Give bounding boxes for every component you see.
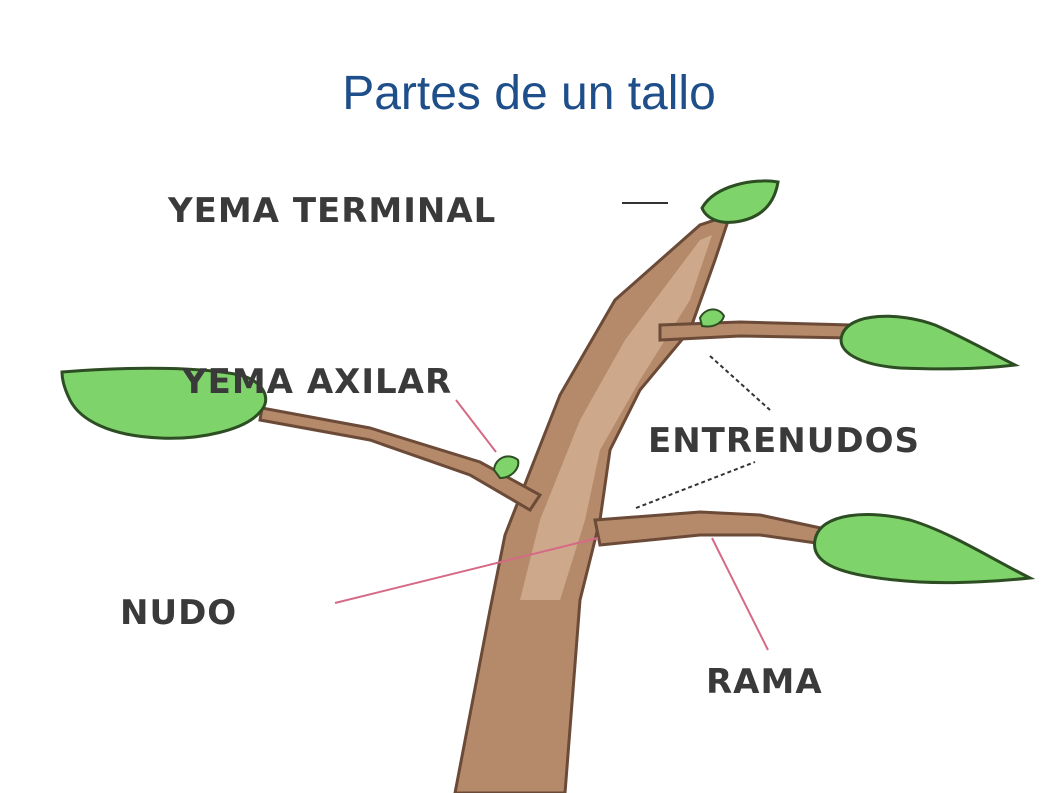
left-leaf bbox=[60, 366, 268, 440]
lower-right-leaf bbox=[813, 513, 1036, 585]
pointer-entrenudos-upper bbox=[709, 355, 771, 411]
terminal-bud-leaf bbox=[700, 179, 780, 224]
label-entrenudos: ENTRENUDOS bbox=[648, 421, 920, 461]
upper-right-leaf bbox=[839, 314, 1021, 371]
upper-right-branch bbox=[658, 320, 852, 342]
axillary-bud-left bbox=[492, 455, 520, 480]
label-yema-axilar: YEMA AXILAR bbox=[181, 362, 452, 402]
pointer-nudo bbox=[334, 537, 599, 604]
pointer-entrenudos-lower bbox=[635, 461, 756, 509]
pointer-rama bbox=[711, 537, 769, 651]
pointer-yema-axilar bbox=[455, 399, 497, 453]
stem-highlight bbox=[520, 235, 712, 600]
left-branch bbox=[258, 406, 543, 513]
label-nudo: NUDO bbox=[120, 593, 237, 633]
label-yema-terminal: YEMA TERMINAL bbox=[167, 191, 496, 231]
axillary-bud-right bbox=[698, 308, 726, 328]
slide-title: Partes de un tallo bbox=[342, 67, 716, 120]
label-rama: RAMA bbox=[706, 662, 823, 702]
